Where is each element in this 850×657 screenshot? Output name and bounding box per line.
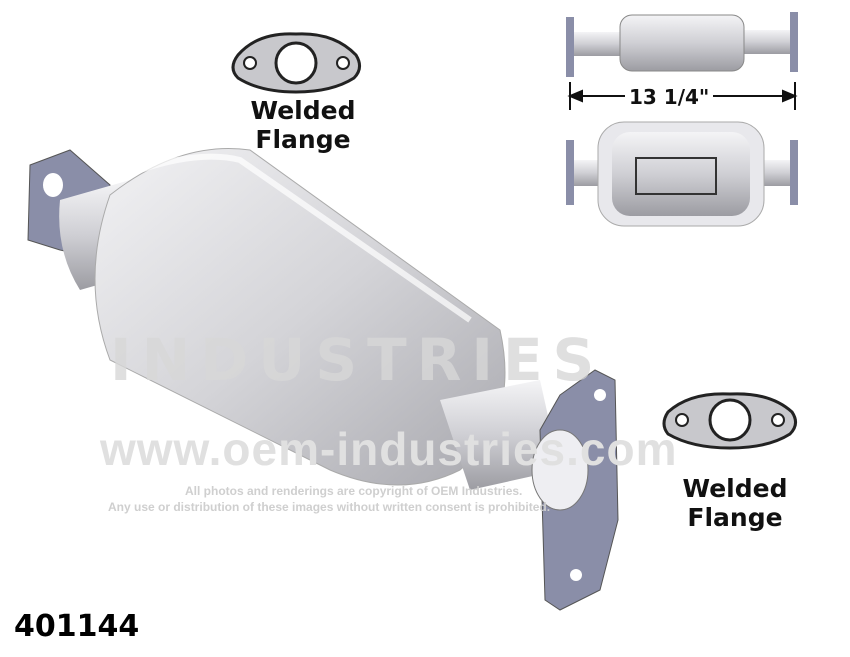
part-number: 401144 [14,609,140,644]
gasket-top-icon [231,32,361,94]
watermark-copyright-1: All photos and renderings are copyright … [185,484,523,498]
watermark-copyright-2: Any use or distribution of these images … [108,500,551,514]
label-line: Flange [255,125,351,154]
catalytic-converter-icon [27,147,619,611]
flange-label-top: Welded Flange [238,96,368,154]
watermark-url: www.oem-industries.com [100,423,678,475]
gasket-right-icon [662,392,797,450]
flange-label-right: Welded Flange [670,474,800,532]
side-view-icon [566,12,798,77]
length-dimension: 13 1/4" [625,86,714,108]
label-line: Flange [687,503,783,532]
label-line: Welded [682,474,788,503]
label-line: Welded [250,96,356,125]
watermark-logo: INDUSTRIES [110,326,605,394]
top-view-icon [566,121,798,227]
